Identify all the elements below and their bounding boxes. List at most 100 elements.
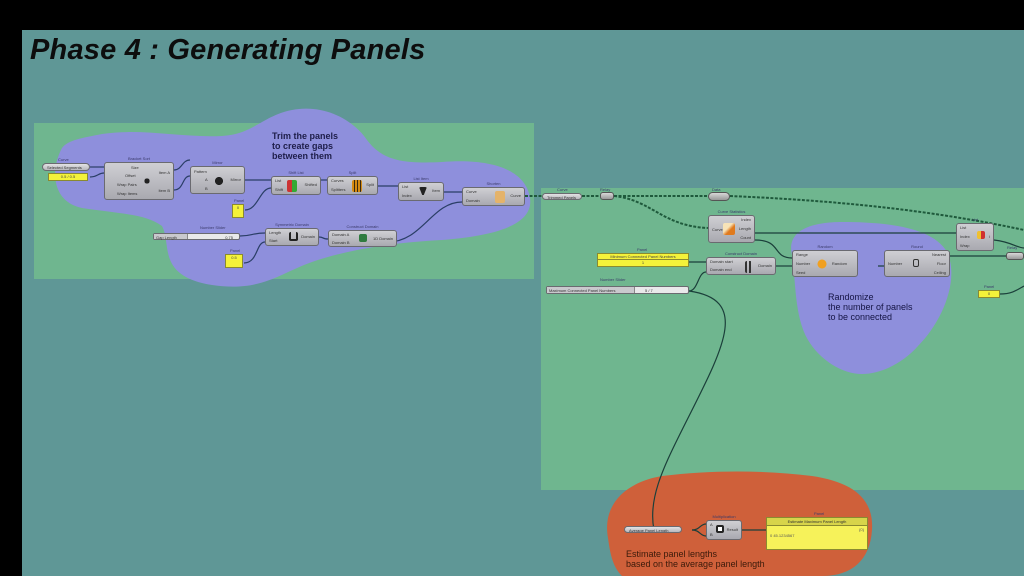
output-port[interactable]: Item B	[158, 188, 170, 193]
input-port[interactable]: Wrap Pairs	[117, 182, 137, 187]
split-node[interactable]: Split Curves Splitters Split	[327, 170, 378, 195]
trimmed-panels-param[interactable]: Trimmed Panels	[542, 193, 582, 200]
input-port[interactable]: List	[960, 225, 967, 230]
relay-node-1[interactable]	[600, 192, 614, 200]
max-connected-slider[interactable]: Maximum Connected Panel Numbers 5 / 7	[546, 286, 689, 294]
group-connect-panels[interactable]	[541, 188, 1024, 490]
input-port[interactable]: Domain A	[332, 232, 350, 237]
bracket-sort-node[interactable]: Bracket Sort Size Offset Wrap Pairs Wrap…	[104, 156, 174, 200]
input-port[interactable]: Number	[888, 261, 903, 266]
min-connected-panel[interactable]: Minimum Connected Panel Numbers 1	[597, 253, 689, 267]
list-node[interactable]: List List Index Wrap i	[956, 217, 994, 251]
input-port[interactable]: Start	[269, 238, 278, 243]
small-panel-1[interactable]: 0	[232, 204, 244, 218]
wire	[387, 201, 463, 243]
input-port[interactable]: List	[275, 178, 282, 183]
construct-domain-node-2[interactable]: Construct Domain Domain start Domain end…	[706, 251, 776, 275]
annotation-line: Estimate panel lengths	[626, 549, 718, 559]
wires-right	[652, 232, 1024, 537]
output-port[interactable]: Floor	[936, 261, 946, 266]
output-port[interactable]: Nearest	[931, 252, 946, 257]
output-port[interactable]: Shifted	[304, 182, 317, 187]
output-port[interactable]: Result	[726, 527, 738, 532]
output-port[interactable]: Length	[738, 226, 751, 231]
output-port[interactable]: 1D Domain	[372, 236, 393, 241]
input-port[interactable]: A	[205, 177, 208, 182]
input-port[interactable]: Domain end	[710, 267, 732, 272]
output-port[interactable]: Index	[741, 217, 751, 222]
data-node[interactable]	[708, 192, 730, 201]
output-port[interactable]: Mirror	[230, 177, 241, 182]
relay-1-caption: Relay	[600, 187, 611, 192]
small-panel-2[interactable]: 0.5	[225, 254, 243, 268]
input-port[interactable]: Index	[960, 234, 970, 239]
panel-value: 0 45.1234567	[770, 533, 795, 538]
input-port[interactable]: Pattern	[194, 169, 207, 174]
input-port[interactable]: Domain B	[332, 240, 350, 245]
shift-list-node[interactable]: Shift List List Shift Shifted	[271, 170, 321, 195]
curve-param[interactable]: Selected Segments	[42, 163, 90, 171]
input-port[interactable]: Length	[269, 230, 282, 235]
wire	[89, 172, 105, 178]
output-port[interactable]: Domain	[301, 234, 315, 239]
input-port[interactable]: Splitters	[331, 187, 346, 192]
input-port[interactable]: Curve	[466, 189, 477, 194]
slider-label: Gap Length	[154, 234, 188, 240]
annotation-estimate: Estimate panel lengths based on the aver…	[626, 549, 765, 569]
small-panel-3[interactable]: 0	[978, 290, 1000, 298]
input-port[interactable]: Number	[796, 261, 811, 266]
mirror-node[interactable]: Mirror Pattern A B Mirror	[190, 160, 245, 194]
output-port[interactable]: Ceiling	[933, 270, 946, 275]
input-port[interactable]: Wrap	[960, 243, 970, 248]
symmetric-domain-node[interactable]: Symmetric Domain Length Start Domain	[265, 222, 319, 246]
random-node[interactable]: Random Range Number Seed Random	[792, 244, 858, 277]
input-port[interactable]: Offset	[125, 173, 136, 178]
output-port[interactable]: Split	[366, 182, 374, 187]
construct-domain-node[interactable]: Construct Domain Domain A Domain B 1D Do…	[328, 224, 397, 247]
relay-node-3[interactable]	[1006, 252, 1024, 260]
input-port[interactable]: B	[205, 186, 208, 191]
shorten-node[interactable]: Shorten Curve Domain Curve	[462, 181, 525, 206]
input-port[interactable]: Domain start	[710, 259, 733, 264]
input-port[interactable]: Shift	[275, 187, 284, 192]
average-panel-length-param[interactable]: Average Panel Length	[624, 526, 682, 533]
result-panel-caption: Panel	[814, 511, 825, 516]
curve-statistics-node[interactable]: Curve Statistics Curve Index Length Coun…	[708, 209, 755, 243]
output-port[interactable]: Random	[831, 261, 847, 266]
output-port[interactable]: Item	[432, 188, 440, 193]
output-port[interactable]: Item A	[158, 170, 170, 175]
input-port[interactable]: List	[402, 184, 409, 189]
wire	[173, 175, 191, 191]
grasshopper-canvas[interactable]: Phase 4 : Generating Panels Trim the pan…	[22, 30, 1024, 576]
small-panel-3-caption: Panel	[984, 284, 995, 289]
input-port[interactable]: Index	[402, 193, 412, 198]
input-port[interactable]: Size	[131, 165, 139, 170]
round-node[interactable]: Round Number Nearest Floor Ceiling	[884, 244, 950, 277]
curve-panel[interactable]: 0.5 / 0.5	[48, 173, 88, 181]
wire	[173, 159, 191, 171]
input-port[interactable]: Curve	[712, 227, 723, 232]
data-tree-wires	[525, 195, 1024, 231]
estimate-max-panel-length-panel[interactable]: Estimate Maximum Panel Length {0} 0 45.1…	[766, 517, 868, 550]
list-icon	[977, 231, 985, 239]
gap-length-slider[interactable]: Gap Length 0.75	[153, 233, 240, 240]
output-port[interactable]: Domain	[758, 263, 772, 268]
input-port[interactable]: Curves	[331, 178, 344, 183]
input-port[interactable]: Range	[796, 252, 808, 257]
output-port[interactable]: Curve	[510, 193, 521, 198]
annotation-line: Randomize	[828, 292, 874, 302]
panel-header: Estimate Maximum Panel Length	[767, 518, 867, 526]
wire	[754, 239, 793, 259]
node-caption: List Item	[413, 176, 429, 181]
output-port[interactable]: i	[989, 234, 990, 239]
output-port[interactable]: Count	[740, 235, 751, 240]
input-port[interactable]: B	[710, 532, 713, 537]
gap-slider-caption: Number Slider	[200, 225, 226, 230]
list-item-node[interactable]: List Item List Index Item	[398, 176, 444, 201]
input-port[interactable]: A	[710, 522, 713, 527]
domain-bars-icon	[745, 261, 752, 273]
input-port[interactable]: Seed	[796, 270, 806, 275]
multiplication-node[interactable]: Multiplication A B Result	[706, 514, 742, 540]
input-port[interactable]: Domain	[466, 198, 480, 203]
input-port[interactable]: Wrap Items	[117, 191, 138, 196]
